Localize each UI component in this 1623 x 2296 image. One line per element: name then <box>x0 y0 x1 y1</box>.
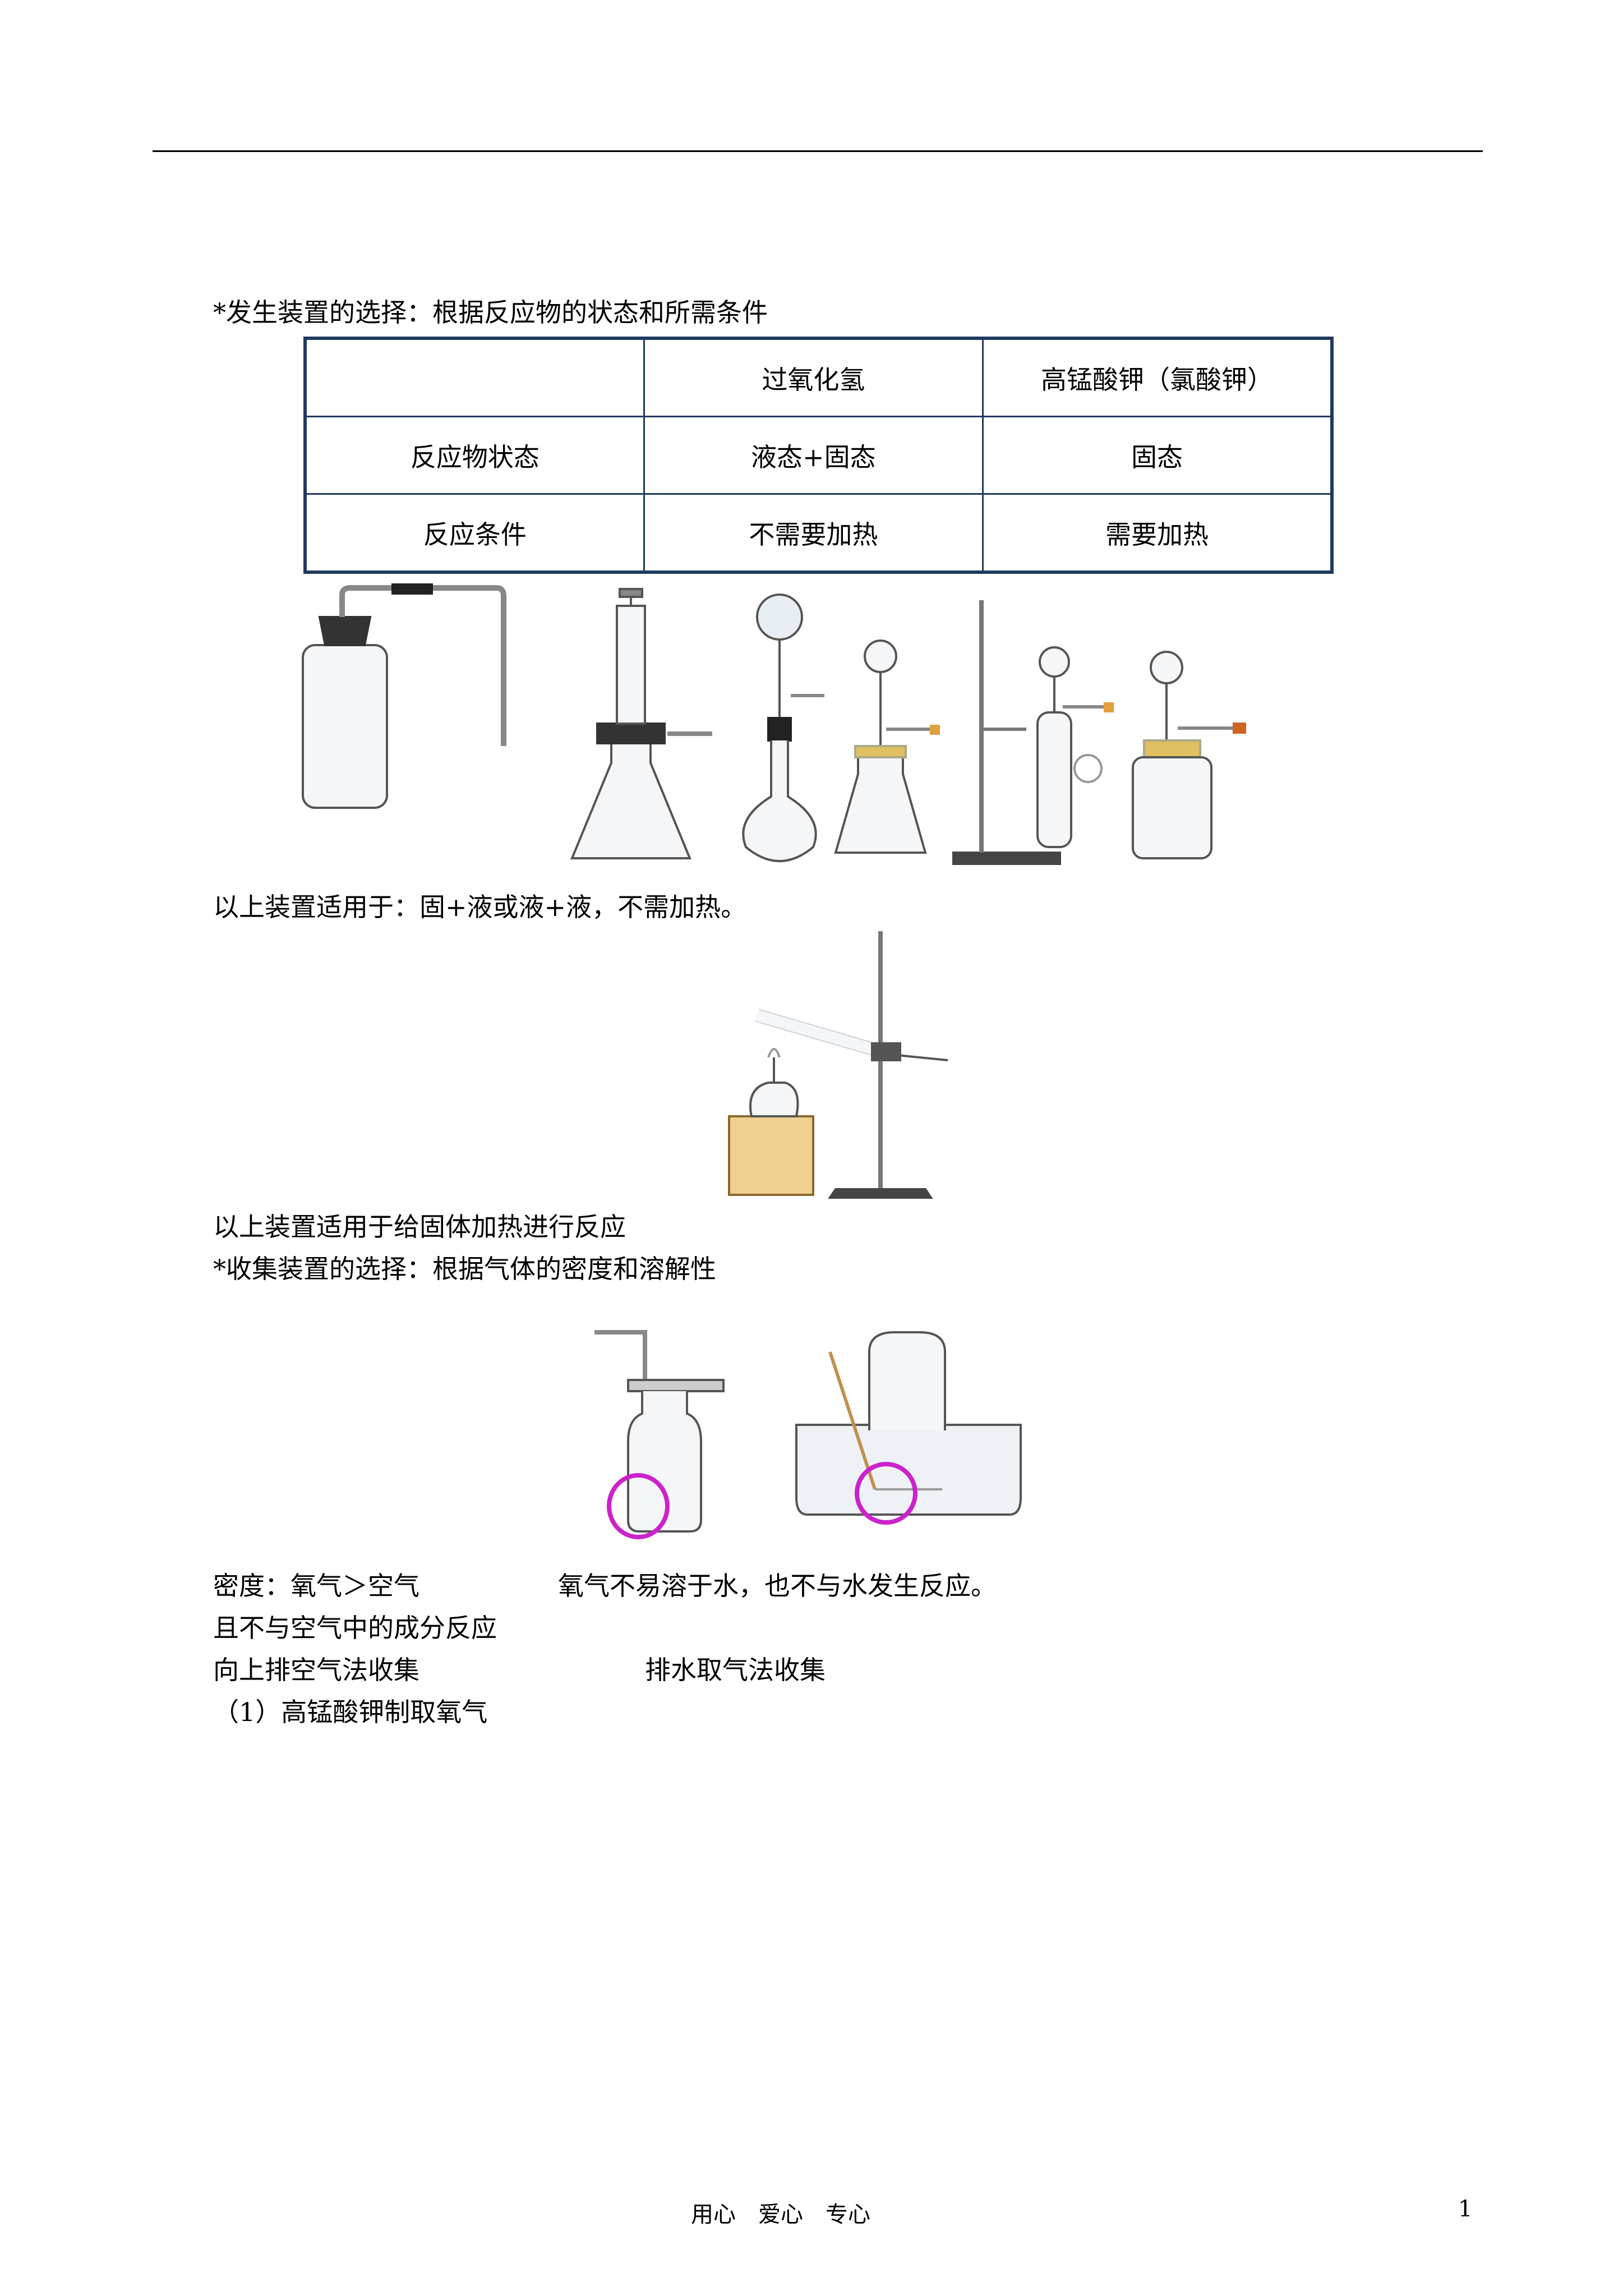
heating-apparatus-illustration <box>728 931 948 1199</box>
page-number: 1 <box>1458 2196 1473 2222</box>
table-row: 反应条件 不需要加热 需要加热 <box>304 493 1333 573</box>
comparison-table: 过氧化氢 高锰酸钾（氯酸钾） 反应物状态 液态+固态 固态 反应条件 不需要加热… <box>303 337 1334 574</box>
table-header-row: 过氧化氢 高锰酸钾（氯酸钾） <box>304 337 1333 417</box>
water-solubility-line: 氧气不易溶于水，也不与水发生反应。 <box>558 1571 997 1601</box>
table-cell: 反应物状态 <box>304 416 645 495</box>
water-method-label: 排水取气法收集 <box>645 1655 826 1685</box>
table-cell: 过氧化氢 <box>643 337 984 417</box>
table-cell: 固态 <box>981 416 1333 495</box>
table-cell: 反应条件 <box>304 493 645 573</box>
liquid-apparatus-caption: 以上装置适用于：固+液或液+液，不需加热。 <box>213 892 747 922</box>
kmno4-heading: （1）高锰酸钾制取氧气 <box>213 1697 488 1727</box>
table-cell: 不需要加热 <box>643 493 984 573</box>
generation-heading: *发生装置的选择：根据反应物的状态和所需条件 <box>213 297 768 328</box>
density-line: 密度：氧气＞空气 <box>213 1571 419 1601</box>
collection-apparatus-illustration <box>594 1330 1022 1539</box>
table-cell: 需要加热 <box>981 493 1333 573</box>
table-cell: 高锰酸钾（氯酸钾） <box>981 337 1333 417</box>
table-cell <box>304 337 645 417</box>
footer-motto: 用心 爱心 专心 <box>691 2202 870 2228</box>
table-row: 反应物状态 液态+固态 固态 <box>304 416 1333 495</box>
solid-apparatus-caption: 以上装置适用于给固体加热进行反应 <box>213 1212 626 1242</box>
table-cell: 液态+固态 <box>643 416 984 495</box>
liquid-apparatus-illustration <box>302 583 1246 865</box>
collection-heading: *收集装置的选择：根据气体的密度和溶解性 <box>213 1254 716 1284</box>
upward-method-label: 向上排空气法收集 <box>213 1655 419 1685</box>
header-rule <box>153 150 1483 152</box>
air-reaction-line: 且不与空气中的成分反应 <box>213 1613 497 1643</box>
